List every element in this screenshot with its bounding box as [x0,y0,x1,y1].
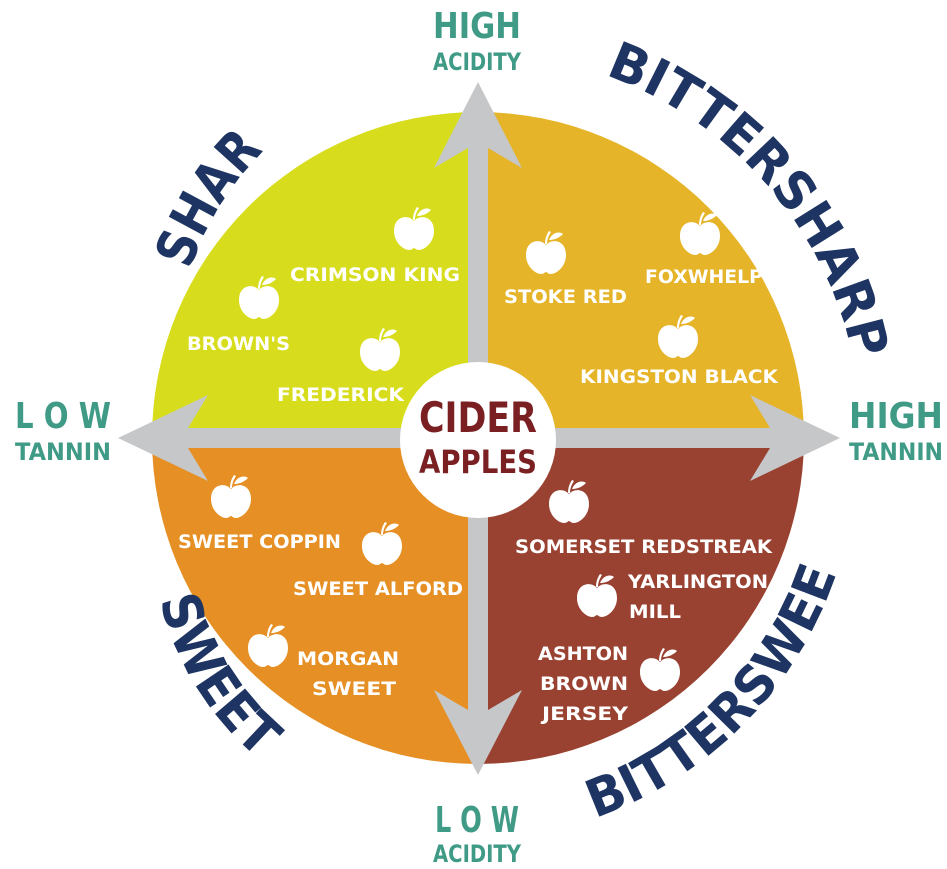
axis-labels: HIGH ACIDITY L O W ACIDITY L O W TANNIN … [15,6,943,868]
center-title-line1: CIDER [419,393,537,442]
bittersweet-apple-list: SOMERSET REDSTREAK YARLINGTON MILL ASHTO… [515,536,773,725]
apple-name: MILL [629,601,681,623]
apple-name: JERSEY [540,703,629,725]
sharp-apple-list: CRIMSON KING BROWN'S FREDERICK [187,264,460,406]
bottom-axis-line2: ACIDITY [433,840,522,868]
center-badge: CIDER APPLES [400,362,556,518]
right-axis-line2: TANNIN [849,438,943,466]
apple-name: MORGAN [297,648,399,670]
apple-name: BROWN'S [187,333,290,355]
apple-name: FREDERICK [277,384,405,406]
bottom-axis-line1: L O W [435,800,519,841]
arrow-up-icon [434,82,522,438]
apple-name: BROWN [540,673,628,695]
apple-name: SWEET [312,678,396,700]
right-axis-line1: HIGH [849,396,943,437]
axis-arrows [118,82,840,775]
left-axis-line1: L O W [15,396,111,437]
top-axis-line1: HIGH [433,6,521,47]
sweet-quadrant [152,438,478,764]
apple-name: FOXWHELP [645,266,763,288]
arrow-left-icon [118,395,478,481]
apple-name: SWEET COPPIN [178,531,341,553]
center-title-line2: APPLES [419,443,537,481]
apple-name: ASHTON [538,643,628,665]
apple-name: KINGSTON BLACK [580,366,779,388]
sweet-apple-list: SWEET COPPIN SWEET ALFORD MORGAN SWEET [178,531,463,700]
arrow-right-icon [478,395,840,481]
apple-name: SOMERSET REDSTREAK [515,536,773,558]
arrow-down-icon [434,438,522,775]
top-axis-line2: ACIDITY [433,48,522,76]
bittersharp-apple-list: STOKE RED FOXWHELP KINGSTON BLACK [504,266,779,388]
apple-name: STOKE RED [504,286,627,308]
left-axis-line2: TANNIN [15,438,111,466]
apple-name: SWEET ALFORD [293,578,463,600]
apple-name: YARLINGTON [627,571,768,593]
bittersharp-quadrant [478,112,804,438]
apple-name: CRIMSON KING [290,264,460,286]
